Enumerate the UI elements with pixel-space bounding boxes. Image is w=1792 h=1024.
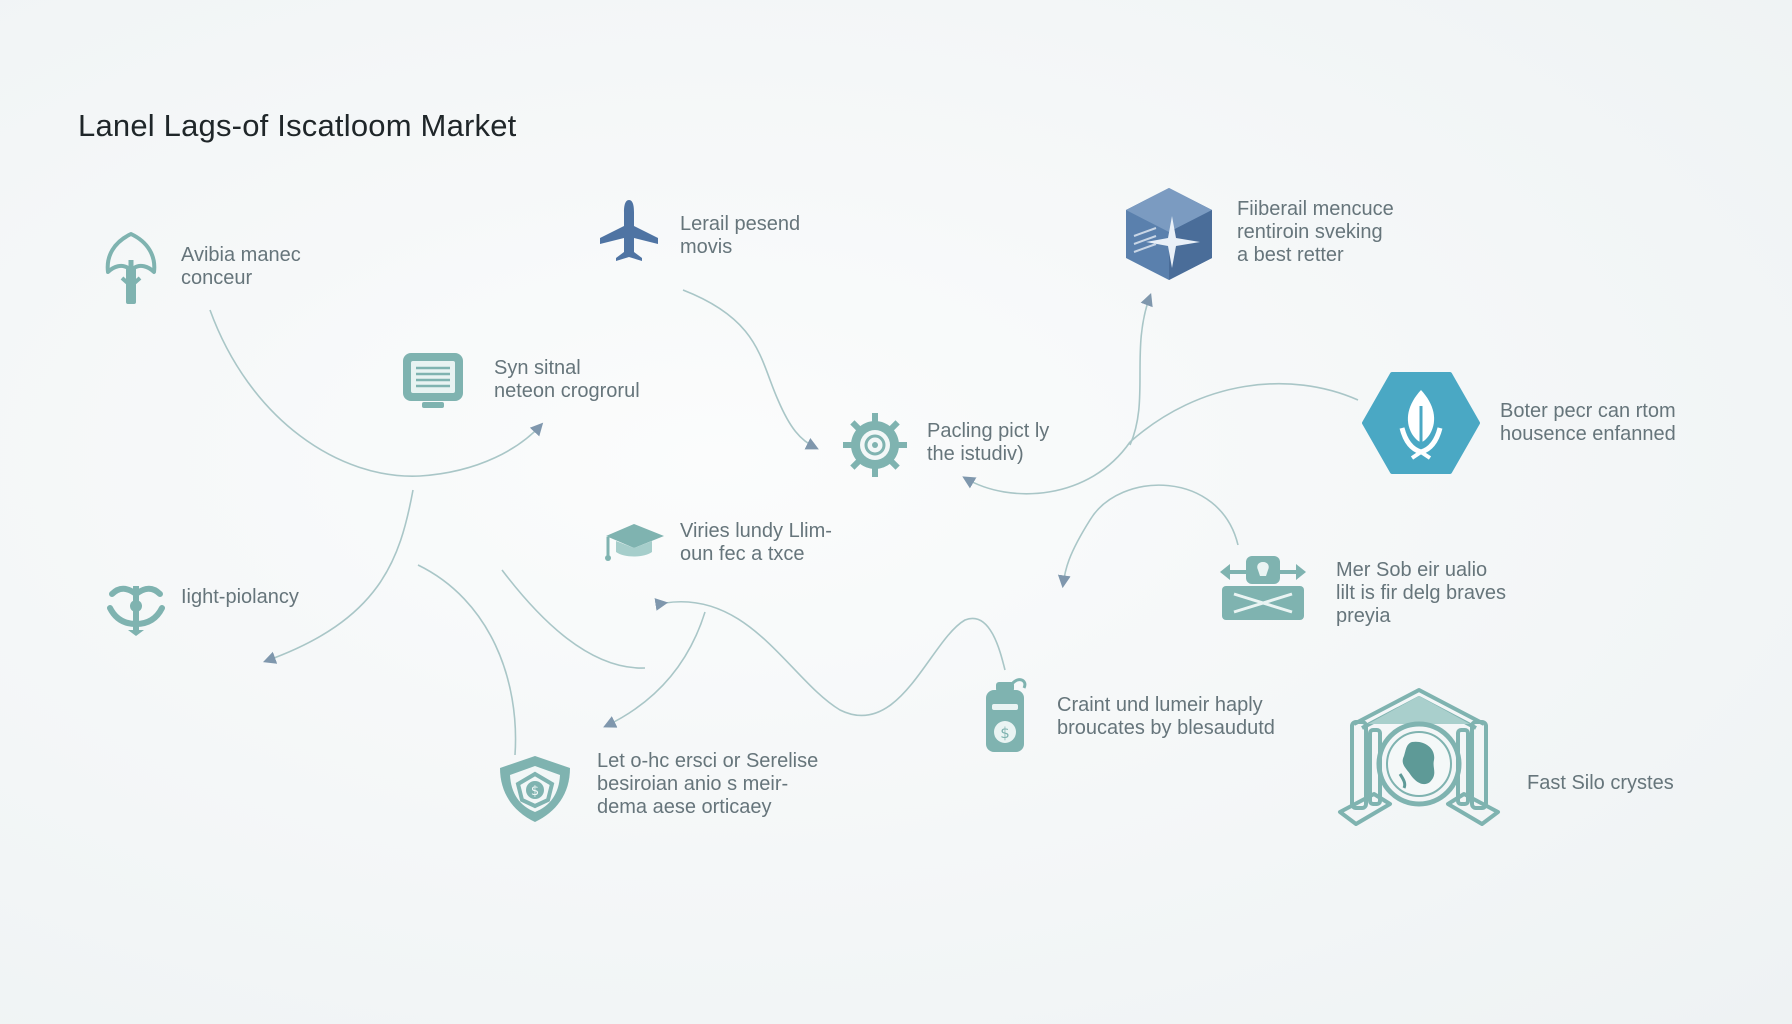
connector-cap-to-wave [501,569,646,669]
anchor-icon [106,578,166,641]
diagram-title: Lanel Lags-of Iscatloom Market [78,108,517,143]
svg-text:$: $ [1000,724,1010,742]
gear-icon [842,412,908,483]
connector-leaf-to-gear [1129,382,1359,443]
leaf-hexagon-icon [1362,370,1480,481]
battery-coin-icon: $ [982,674,1030,759]
shield-dollar-icon: $ [496,754,574,829]
connector-plant-to-monitor [209,309,544,477]
monitor-icon [400,350,466,417]
connector-airplane-to-gear [682,289,819,450]
connector-gear-to-cube [1129,292,1153,446]
globe-gate-icon [1334,686,1504,835]
plant-icon [100,230,162,311]
node-globe-gate-label: Fast Silo crystes [1527,772,1674,794]
connector-wave [654,598,1006,717]
graduation-cap-icon [600,522,666,567]
connector-cube-to-gear [962,441,1131,495]
svg-text:$: $ [531,784,539,799]
node-graduation-cap-label: Viries lundy Llim-oun fec a txce [680,520,832,565]
connector-lockbox-to-gear [1057,484,1239,589]
node-anchor-label: Iight-piolancy [181,586,299,608]
airplane-icon [598,198,660,267]
connector-to-shield-arrow [603,611,706,728]
connector-center-to-shield [417,564,517,756]
connector-center-to-anchor [262,489,414,664]
hex-cube-icon [1124,186,1214,287]
lock-box-icon [1216,552,1310,627]
